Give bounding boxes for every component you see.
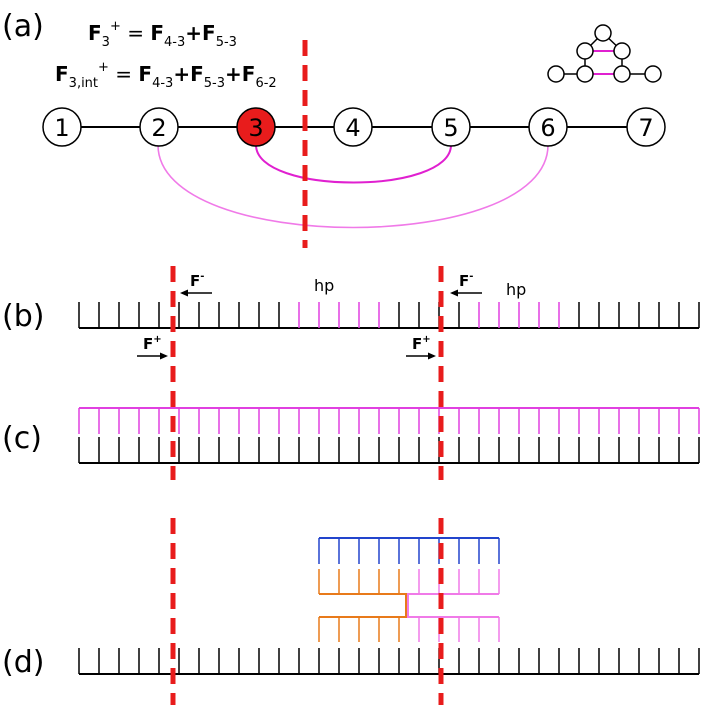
chain-node-label: 2 xyxy=(151,114,166,142)
pink-hairpin-d xyxy=(407,569,500,642)
chain-node-label: 7 xyxy=(638,114,653,142)
backbone-c xyxy=(78,437,700,464)
f-plus-label-1: F+ xyxy=(143,334,162,353)
f-minus-label-1: F- xyxy=(190,271,204,290)
arrow-left-2-head xyxy=(450,289,458,297)
arrow-right-1-head xyxy=(160,352,168,360)
panel-c-lattice xyxy=(78,407,700,464)
chain-node-label: 6 xyxy=(540,114,555,142)
blue-comb-d xyxy=(318,537,500,564)
inset-graph-icon xyxy=(547,24,662,83)
equation-1: F3+ = F4-3+F5-3 xyxy=(88,19,237,50)
backbone-b xyxy=(78,302,700,329)
hp-label-1: hp xyxy=(314,276,334,295)
hp-label-2: hp xyxy=(506,280,526,299)
panel-b-labels: F- F- F+ F+ hp hp xyxy=(137,271,526,360)
panel-label-c: (c) xyxy=(2,421,42,456)
chain-graph: 1 2 3 4 5 6 7 xyxy=(42,107,666,229)
arrow-left-1-head xyxy=(180,289,188,297)
chain-node-7: 7 xyxy=(626,107,666,147)
contact-arc-3-5 xyxy=(255,144,452,184)
chain-node-5: 5 xyxy=(431,107,471,147)
chain-node-label: 5 xyxy=(443,114,458,142)
chain-node-6: 6 xyxy=(528,107,568,147)
chain-node-4: 4 xyxy=(333,107,373,147)
arrow-right-2-head xyxy=(428,352,436,360)
f-minus-label-2: F- xyxy=(459,271,473,290)
chain-node-2: 2 xyxy=(139,107,179,147)
chain-node-label: 3 xyxy=(248,114,263,142)
orange-hairpin-d xyxy=(318,569,407,642)
contact-arc-2-6 xyxy=(157,144,549,229)
chain-node-1: 1 xyxy=(42,107,82,147)
equation-2: F3,int+ = F4-3+F5-3+F6-2 xyxy=(55,60,277,91)
hp-chain-c xyxy=(78,407,700,434)
panel-label-b: (b) xyxy=(2,299,44,334)
panel-b-lattice xyxy=(78,302,700,329)
f-plus-label-2: F+ xyxy=(412,334,431,353)
panel-label-a: (a) xyxy=(2,9,44,44)
chain-node-label: 1 xyxy=(54,114,69,142)
panel-label-d: (d) xyxy=(2,645,44,680)
chain-node-label: 4 xyxy=(345,114,360,142)
chain-node-3: 3 xyxy=(236,107,276,147)
